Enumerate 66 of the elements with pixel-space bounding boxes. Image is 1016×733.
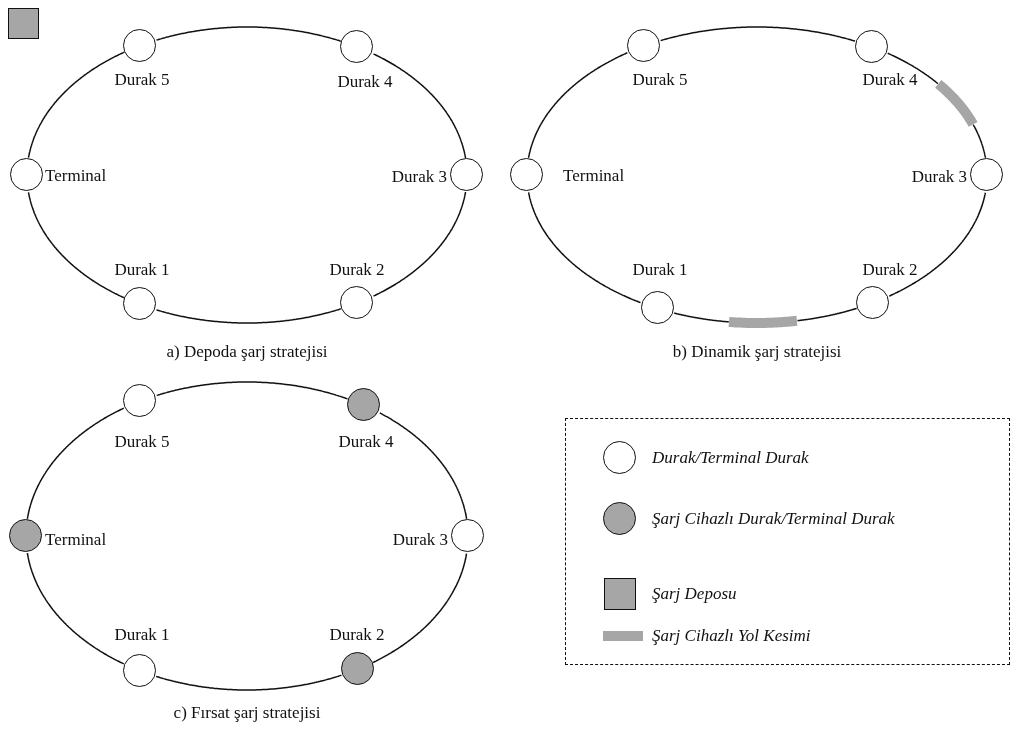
stop-circle xyxy=(122,384,156,418)
stop-circle xyxy=(10,158,43,191)
route-line xyxy=(527,52,629,159)
route-line xyxy=(155,308,342,324)
stop-circle xyxy=(123,287,157,321)
route-line xyxy=(372,53,467,159)
stop-circle xyxy=(122,653,156,687)
charging-stop-circle xyxy=(9,519,42,552)
stop-label: Durak 1 xyxy=(114,625,170,645)
stop-label: Durak 3 xyxy=(392,530,448,550)
route-line xyxy=(27,191,126,299)
legend-text: Şarj Deposu xyxy=(652,584,737,604)
stop-label: Terminal xyxy=(563,166,625,186)
legend-text: Şarj Cihazlı Durak/Terminal Durak xyxy=(652,509,895,529)
stop-label: Durak 5 xyxy=(632,70,688,90)
stop-label: Durak 3 xyxy=(911,167,967,187)
stop-circle xyxy=(510,158,543,191)
stop-circle xyxy=(123,28,157,62)
route-line xyxy=(155,26,342,42)
route-line xyxy=(155,381,349,400)
route-line xyxy=(372,191,467,297)
charging-road-segment xyxy=(726,315,800,328)
stop-circle xyxy=(970,158,1003,191)
route-line xyxy=(372,552,468,664)
route-line xyxy=(887,52,939,85)
stop-label: Durak 3 xyxy=(391,167,447,187)
charging-road-segment xyxy=(934,80,978,128)
stop-label: Durak 2 xyxy=(862,260,918,280)
stop-label: Durak 1 xyxy=(632,260,688,280)
stop-circle xyxy=(340,29,373,63)
stop-label: Durak 5 xyxy=(114,432,170,452)
stop-circle xyxy=(626,29,660,63)
route-line xyxy=(673,312,730,323)
legend-text: Durak/Terminal Durak xyxy=(652,448,809,468)
route-line xyxy=(26,407,125,520)
charging-stop-circle xyxy=(340,652,374,686)
stop-label: Terminal xyxy=(45,166,107,186)
route-line xyxy=(26,552,125,665)
charging-stop-circle xyxy=(347,388,381,422)
stop-circle xyxy=(856,285,890,319)
panel-caption: a) Depoda şarj stratejisi xyxy=(166,342,328,362)
route-line xyxy=(888,191,987,297)
route-line xyxy=(972,123,987,159)
panel-caption: b) Dinamik şarj stratejisi xyxy=(672,342,842,362)
route-line xyxy=(27,51,126,159)
route-line xyxy=(155,674,343,691)
route-line xyxy=(379,412,468,520)
stop-label: Durak 5 xyxy=(114,70,170,90)
stop-label: Durak 2 xyxy=(329,260,385,280)
stop-circle xyxy=(450,158,483,191)
stop-label: Durak 4 xyxy=(337,72,393,92)
stop-label: Terminal xyxy=(45,530,107,550)
charging-depot-square xyxy=(8,8,39,39)
stop-circle xyxy=(451,519,484,552)
stop-label: Durak 2 xyxy=(329,625,385,645)
stop-label: Durak 4 xyxy=(862,70,918,90)
route-line xyxy=(796,307,858,322)
stop-circle xyxy=(340,286,373,320)
stop-label: Durak 1 xyxy=(114,260,170,280)
route-line xyxy=(659,26,856,42)
stop-label: Durak 4 xyxy=(338,432,394,452)
stop-circle xyxy=(640,291,674,325)
stop-circle xyxy=(855,29,888,63)
panel-caption: c) Fırsat şarj stratejisi xyxy=(173,703,321,723)
legend-text: Şarj Cihazlı Yol Kesimi xyxy=(652,626,811,646)
route-line xyxy=(527,191,642,304)
